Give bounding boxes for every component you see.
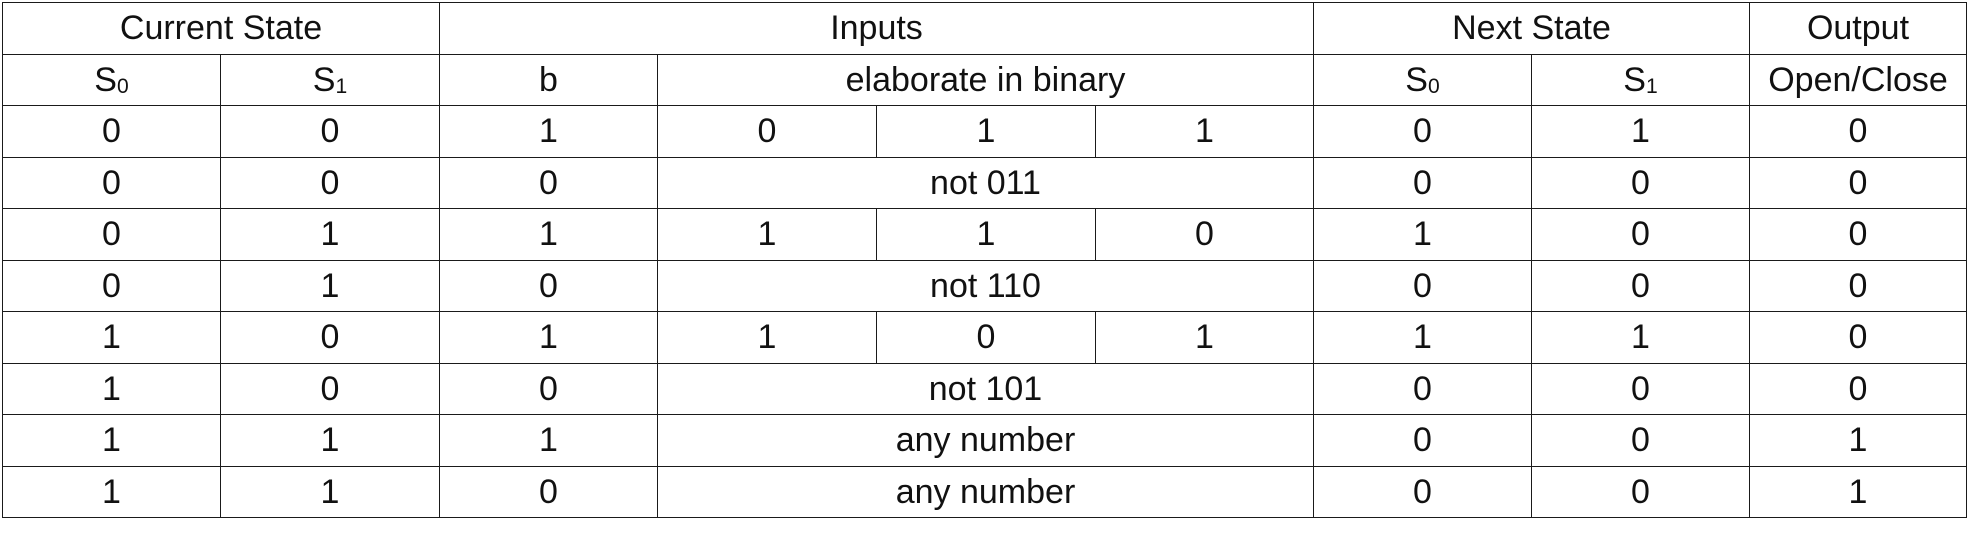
next-s1-cell: 0 xyxy=(1531,362,1750,415)
b-cell: 0 xyxy=(439,259,658,312)
header-column-row: S0 S1 b elaborate in binary S0 S1 Open/C… xyxy=(2,53,1967,106)
b-cell: 0 xyxy=(439,156,658,209)
current-s0-cell: 1 xyxy=(2,414,221,467)
binary-digit-3-cell: 0 xyxy=(1095,208,1314,261)
current-state-header: Current State xyxy=(2,2,440,55)
output-cell: 0 xyxy=(1749,259,1967,312)
binary-digit-3-cell: 1 xyxy=(1095,105,1314,158)
output-cell: 0 xyxy=(1749,311,1967,364)
binary-digit-1-cell: 1 xyxy=(657,311,877,364)
binary-digit-1-cell: 0 xyxy=(657,105,877,158)
input-sequence-cell: any number xyxy=(657,414,1314,467)
next-s0-cell: 0 xyxy=(1313,105,1532,158)
b-cell: 0 xyxy=(439,465,658,518)
next-s0-subscript: 0 xyxy=(1427,75,1440,99)
b-cell: 1 xyxy=(439,105,658,158)
binary-digit-2-cell: 1 xyxy=(876,208,1096,261)
current-s0-cell: 0 xyxy=(2,156,221,209)
next-s1-cell: 1 xyxy=(1531,311,1750,364)
current-s1-cell: 0 xyxy=(220,156,440,209)
input-sequence-cell: any number xyxy=(657,465,1314,518)
elaborate-binary-header: elaborate in binary xyxy=(657,53,1314,106)
b-cell: 1 xyxy=(439,311,658,364)
current-s0-subscript: 0 xyxy=(116,75,129,99)
open-close-header: Open/Close xyxy=(1749,53,1967,106)
next-s0-header: S0 xyxy=(1313,53,1532,106)
current-s1-subscript: 1 xyxy=(335,75,348,99)
next-s1-cell: 0 xyxy=(1531,414,1750,467)
current-s1-letter: S xyxy=(312,60,336,99)
next-s1-cell: 1 xyxy=(1531,105,1750,158)
current-s1-cell: 1 xyxy=(220,259,440,312)
state-transition-table: Current State Inputs Next State Output S… xyxy=(2,2,1967,518)
output-cell: 0 xyxy=(1749,105,1967,158)
current-s0-header: S0 xyxy=(2,53,221,106)
next-s1-cell: 0 xyxy=(1531,259,1750,312)
output-cell: 1 xyxy=(1749,465,1967,518)
output-cell: 1 xyxy=(1749,414,1967,467)
current-s0-letter: S xyxy=(94,60,117,99)
current-s0-cell: 1 xyxy=(2,311,221,364)
current-s1-cell: 1 xyxy=(220,465,440,518)
binary-digit-2-cell: 1 xyxy=(876,105,1096,158)
next-s1-letter: S xyxy=(1623,60,1646,99)
next-s0-letter: S xyxy=(1405,60,1428,99)
current-s0-cell: 1 xyxy=(2,362,221,415)
next-s0-cell: 0 xyxy=(1313,156,1532,209)
next-s0-cell: 0 xyxy=(1313,414,1532,467)
next-s0-cell: 1 xyxy=(1313,208,1532,261)
next-s1-cell: 0 xyxy=(1531,465,1750,518)
current-s1-cell: 0 xyxy=(220,362,440,415)
output-header: Output xyxy=(1749,2,1967,55)
header-group-row: Current State Inputs Next State Output xyxy=(2,2,1967,55)
b-cell: 0 xyxy=(439,362,658,415)
binary-digit-3-cell: 1 xyxy=(1095,311,1314,364)
next-s1-cell: 0 xyxy=(1531,208,1750,261)
next-s1-subscript: 1 xyxy=(1645,75,1658,99)
b-cell: 1 xyxy=(439,414,658,467)
next-s0-cell: 1 xyxy=(1313,311,1532,364)
output-cell: 0 xyxy=(1749,208,1967,261)
b-cell: 1 xyxy=(439,208,658,261)
inputs-header: Inputs xyxy=(439,2,1314,55)
input-sequence-cell: not 110 xyxy=(657,259,1314,312)
binary-digit-2-cell: 0 xyxy=(876,311,1096,364)
current-s1-cell: 0 xyxy=(220,105,440,158)
current-s1-cell: 1 xyxy=(220,208,440,261)
binary-digit-1-cell: 1 xyxy=(657,208,877,261)
next-s1-cell: 0 xyxy=(1531,156,1750,209)
output-cell: 0 xyxy=(1749,362,1967,415)
input-sequence-cell: not 011 xyxy=(657,156,1314,209)
current-s1-header: S1 xyxy=(220,53,440,106)
current-s0-cell: 0 xyxy=(2,259,221,312)
next-s0-cell: 0 xyxy=(1313,465,1532,518)
next-s1-header: S1 xyxy=(1531,53,1750,106)
output-cell: 0 xyxy=(1749,156,1967,209)
input-sequence-cell: not 101 xyxy=(657,362,1314,415)
current-s0-cell: 0 xyxy=(2,208,221,261)
current-s0-cell: 0 xyxy=(2,105,221,158)
next-state-header: Next State xyxy=(1313,2,1750,55)
current-s1-cell: 1 xyxy=(220,414,440,467)
current-s1-cell: 0 xyxy=(220,311,440,364)
next-s0-cell: 0 xyxy=(1313,362,1532,415)
next-s0-cell: 0 xyxy=(1313,259,1532,312)
current-s0-cell: 1 xyxy=(2,465,221,518)
b-header: b xyxy=(439,53,658,106)
